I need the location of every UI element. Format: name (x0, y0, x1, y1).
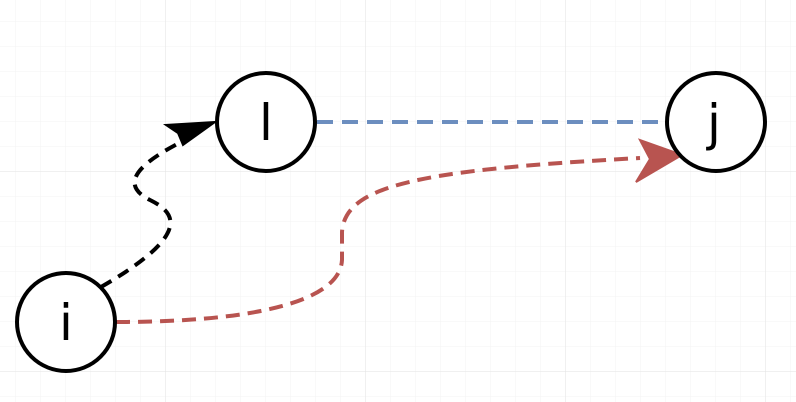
edge-i-to-l[interactable] (100, 138, 186, 289)
node-l-label: l (259, 94, 273, 152)
node-l[interactable]: l (215, 71, 317, 173)
arrowhead-l-icon (162, 120, 219, 147)
node-j[interactable]: j (665, 71, 767, 173)
node-j-label: j (706, 94, 721, 152)
node-i[interactable]: i (15, 271, 117, 373)
node-i-label: i (59, 294, 73, 352)
arrowhead-j-icon (635, 138, 685, 183)
edge-i-to-j[interactable] (115, 156, 641, 324)
